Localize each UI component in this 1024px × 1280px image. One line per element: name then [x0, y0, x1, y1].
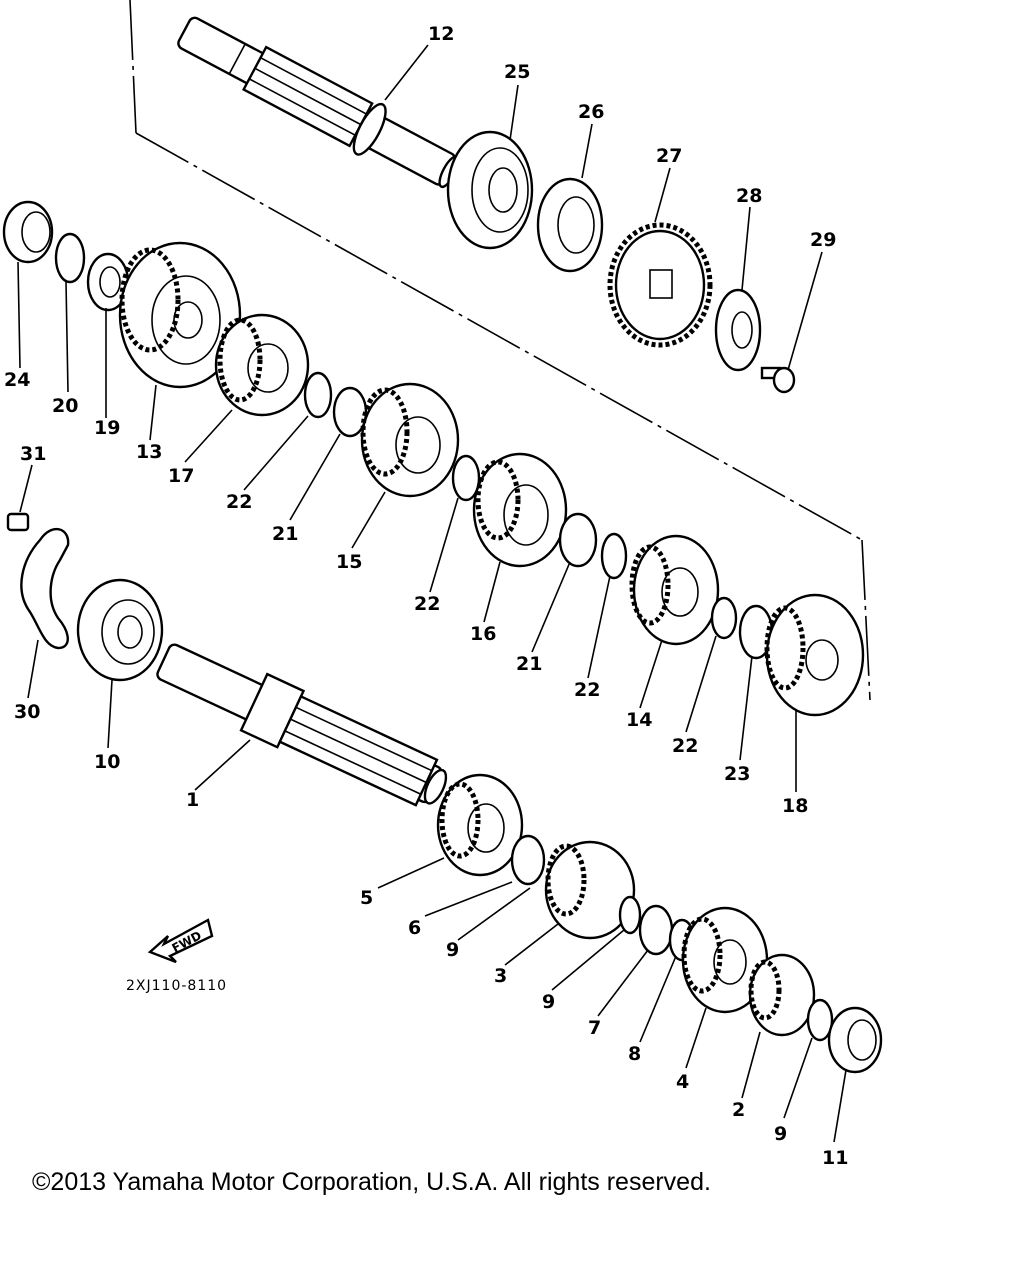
- label-30: 30: [14, 701, 40, 723]
- circlip-22-b: [451, 454, 481, 502]
- label-22-a: 22: [226, 491, 252, 513]
- gear-14: [629, 534, 720, 646]
- needle-bearing-24: [2, 200, 54, 264]
- label-1: 1: [186, 789, 199, 811]
- main-axle: [156, 643, 448, 807]
- label-8: 8: [628, 1043, 641, 1065]
- bolt-29: [760, 366, 796, 394]
- label-22-d: 22: [672, 735, 698, 757]
- washer-7: [638, 904, 674, 956]
- label-17: 17: [168, 465, 194, 487]
- label-20: 20: [52, 395, 78, 417]
- washer-6: [510, 834, 546, 886]
- label-16: 16: [470, 623, 496, 645]
- gear-17: [214, 313, 310, 417]
- assembly-frame: [129, 0, 871, 701]
- label-3: 3: [494, 965, 507, 987]
- bearing-10: [76, 578, 164, 682]
- label-14: 14: [626, 709, 652, 731]
- gear-16: [472, 452, 568, 568]
- drive-axle: [177, 16, 460, 189]
- bearing-25: [446, 130, 534, 250]
- label-5: 5: [360, 887, 373, 909]
- label-22-b: 22: [414, 593, 440, 615]
- gear-3: [544, 840, 636, 940]
- washer-21-b: [558, 512, 598, 568]
- gear-18: [764, 593, 865, 717]
- circlip-9-b: [806, 998, 834, 1042]
- label-9-b: 9: [542, 991, 555, 1013]
- label-26: 26: [578, 101, 604, 123]
- gear-5: [436, 773, 524, 877]
- leader-lines: [17, 44, 847, 1143]
- label-25: 25: [504, 61, 530, 83]
- label-13: 13: [136, 441, 162, 463]
- copyright-notice: ©2013 Yamaha Motor Corporation, U.S.A. A…: [32, 1168, 711, 1196]
- label-2: 2: [732, 1099, 745, 1121]
- label-10: 10: [94, 751, 120, 773]
- label-9-c: 9: [774, 1123, 787, 1145]
- drawing-code: 2XJ110-8110: [126, 978, 227, 994]
- label-23: 23: [724, 763, 750, 785]
- circlip-22-d: [710, 596, 738, 640]
- label-31: 31: [20, 443, 46, 465]
- label-27: 27: [656, 145, 682, 167]
- label-19: 19: [94, 417, 120, 439]
- circlip-9-a: [618, 895, 642, 935]
- stopper-plate-30: [20, 527, 70, 650]
- label-28: 28: [736, 185, 762, 207]
- circlip-22-c: [600, 532, 628, 580]
- label-9-a: 9: [446, 939, 459, 961]
- screw-31: [6, 512, 30, 532]
- gear-2: [748, 953, 816, 1037]
- part-labels: 12 25 26 27 28 29 24 20 19 13 17 22 21 1…: [4, 23, 848, 1169]
- circlip-22-a: [303, 371, 333, 419]
- needle-bearing-11: [827, 1006, 883, 1074]
- label-7: 7: [588, 1017, 601, 1039]
- label-21-b: 21: [516, 653, 542, 675]
- label-6: 6: [408, 917, 421, 939]
- label-11: 11: [822, 1147, 848, 1169]
- label-24: 24: [4, 369, 30, 391]
- label-15: 15: [336, 551, 362, 573]
- label-21-a: 21: [272, 523, 298, 545]
- lock-washer-28: [714, 288, 762, 372]
- circlip-20: [54, 232, 86, 284]
- drive-sprocket-27: [607, 222, 713, 348]
- oil-seal-26: [536, 177, 604, 273]
- label-29: 29: [810, 229, 836, 251]
- gear-13: [118, 241, 242, 389]
- fwd-arrow-icon: [147, 918, 214, 964]
- label-18: 18: [782, 795, 808, 817]
- label-22-c: 22: [574, 679, 600, 701]
- label-4: 4: [676, 1071, 689, 1093]
- gear-15: [360, 382, 460, 498]
- label-12: 12: [428, 23, 454, 45]
